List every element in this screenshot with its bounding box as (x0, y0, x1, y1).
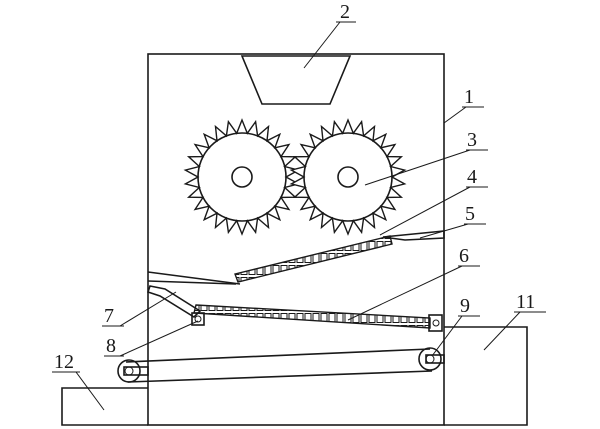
label-12: 12 (54, 351, 74, 373)
label-5: 5 (465, 203, 475, 225)
belt-top (125, 348, 431, 363)
label-7: 7 (104, 305, 114, 327)
label-1: 1 (464, 86, 474, 108)
left-box (61, 387, 148, 426)
gear-teeth (183, 118, 301, 236)
pivot-pin (432, 319, 440, 327)
leader-2 (303, 21, 341, 69)
right-box (444, 326, 528, 426)
label-3: 3 (467, 129, 477, 151)
gear-hub (337, 166, 359, 188)
label-11: 11 (516, 291, 535, 313)
leader-7 (119, 291, 177, 327)
hinge (191, 312, 205, 326)
left-gear (183, 118, 301, 236)
right-gear (289, 118, 407, 236)
deflector-plate (146, 285, 202, 319)
leader-3 (364, 149, 471, 186)
leader-6 (347, 265, 463, 321)
leader-5 (419, 223, 469, 239)
label-9: 9 (460, 295, 470, 317)
label-4: 4 (467, 166, 477, 188)
guide-plate-top (147, 271, 241, 285)
gear-body (197, 132, 287, 222)
leader-12 (75, 371, 105, 411)
left-roller-hub (124, 366, 134, 376)
leader-9 (431, 315, 463, 357)
leader-8 (119, 320, 199, 357)
label-2: 2 (340, 1, 350, 23)
leader-1 (443, 106, 467, 124)
gear-body (303, 132, 393, 222)
right-roller-mount (425, 354, 445, 364)
upper-screen (234, 235, 393, 283)
guide-plate-bottom (147, 280, 237, 285)
leader-11 (483, 311, 521, 351)
pivot-bracket (428, 314, 443, 332)
gear-hub (231, 166, 253, 188)
lower-screen (193, 304, 431, 329)
label-8: 8 (106, 335, 116, 357)
belt-bottom (127, 370, 433, 383)
upper-chute (382, 230, 445, 241)
left-roller (117, 359, 141, 383)
left-roller-mount (123, 366, 149, 376)
label-6: 6 (459, 245, 469, 267)
right-roller (418, 347, 442, 371)
leader-4 (379, 186, 471, 236)
right-roller-hub (425, 354, 435, 364)
hinge-pin (194, 315, 202, 323)
hopper (240, 55, 352, 105)
housing (147, 53, 445, 426)
